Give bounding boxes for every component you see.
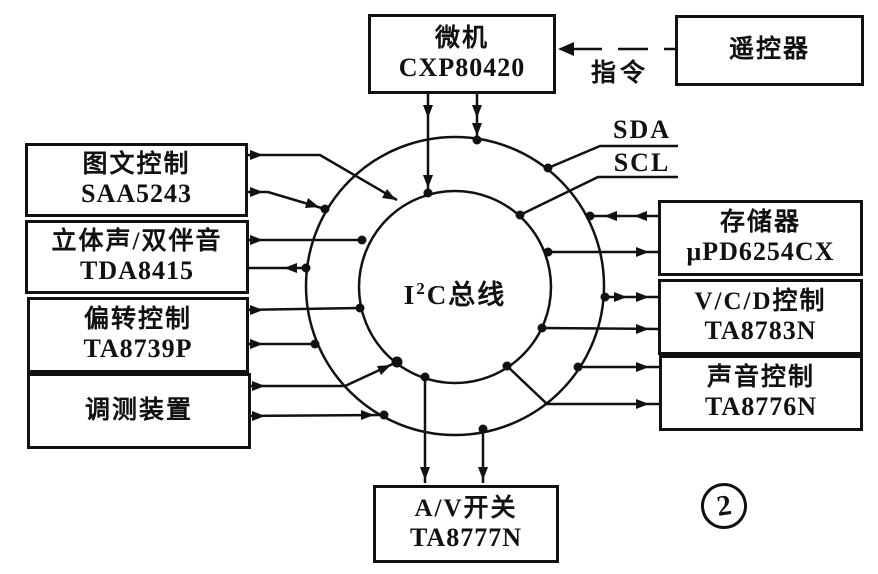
arrowheads (250, 42, 649, 480)
node-part-number: TA8777N (410, 523, 522, 553)
node-part-number: TA8776N (705, 392, 817, 422)
bus-inner-circle-scl (357, 189, 553, 385)
node-teletext-control: 图文控制 SAA5243 (25, 143, 248, 217)
junction-dots (301, 135, 610, 434)
node-microcomputer: 微机 CXP80420 (368, 14, 556, 94)
bus-outer-circle-sda (304, 135, 606, 437)
node-tuning-test-device: 调测装置 (27, 373, 251, 449)
node-label: A/V开关 (414, 494, 518, 522)
node-part-number: μPD6254CX (686, 237, 835, 267)
node-label: 遥控器 (728, 36, 810, 64)
node-label: V/C/D控制 (694, 287, 827, 315)
node-part-number: TA8783N (704, 316, 817, 346)
node-label: 声音控制 (706, 363, 815, 391)
scl-line-label: SCL (613, 148, 671, 177)
node-sound-control: 声音控制 TA8776N (659, 355, 863, 431)
node-label: 调测装置 (84, 396, 193, 424)
node-label: 图文控制 (82, 150, 191, 178)
node-memory: 存储器 μPD6254CX (658, 200, 863, 276)
node-stereo-dual-sound: 立体声/双伴音 TDA8415 (25, 220, 249, 294)
node-part-number: TA8739P (83, 334, 193, 364)
node-label: 偏转控制 (83, 305, 192, 333)
node-av-switch: A/V开关 TA8777N (373, 485, 559, 563)
bus-center-label: I2C总线 (403, 279, 507, 310)
node-remote-control: 遥控器 (675, 15, 864, 86)
node-label: 立体声/双伴音 (51, 227, 223, 255)
node-part-number: TDA8415 (80, 256, 194, 286)
figure-number: 2 (714, 488, 734, 523)
bus-circles (304, 135, 606, 437)
node-part-number: CXP80420 (398, 53, 526, 83)
node-label: 存储器 (719, 208, 801, 236)
command-label: 指令 (590, 60, 649, 87)
node-label: 微机 (434, 24, 489, 52)
node-deflection-control: 偏转控制 TA8739P (27, 297, 249, 373)
node-vcd-control: V/C/D控制 TA8783N (658, 279, 863, 355)
sda-line-label: SDA (612, 115, 671, 144)
node-part-number: SAA5243 (80, 179, 192, 209)
